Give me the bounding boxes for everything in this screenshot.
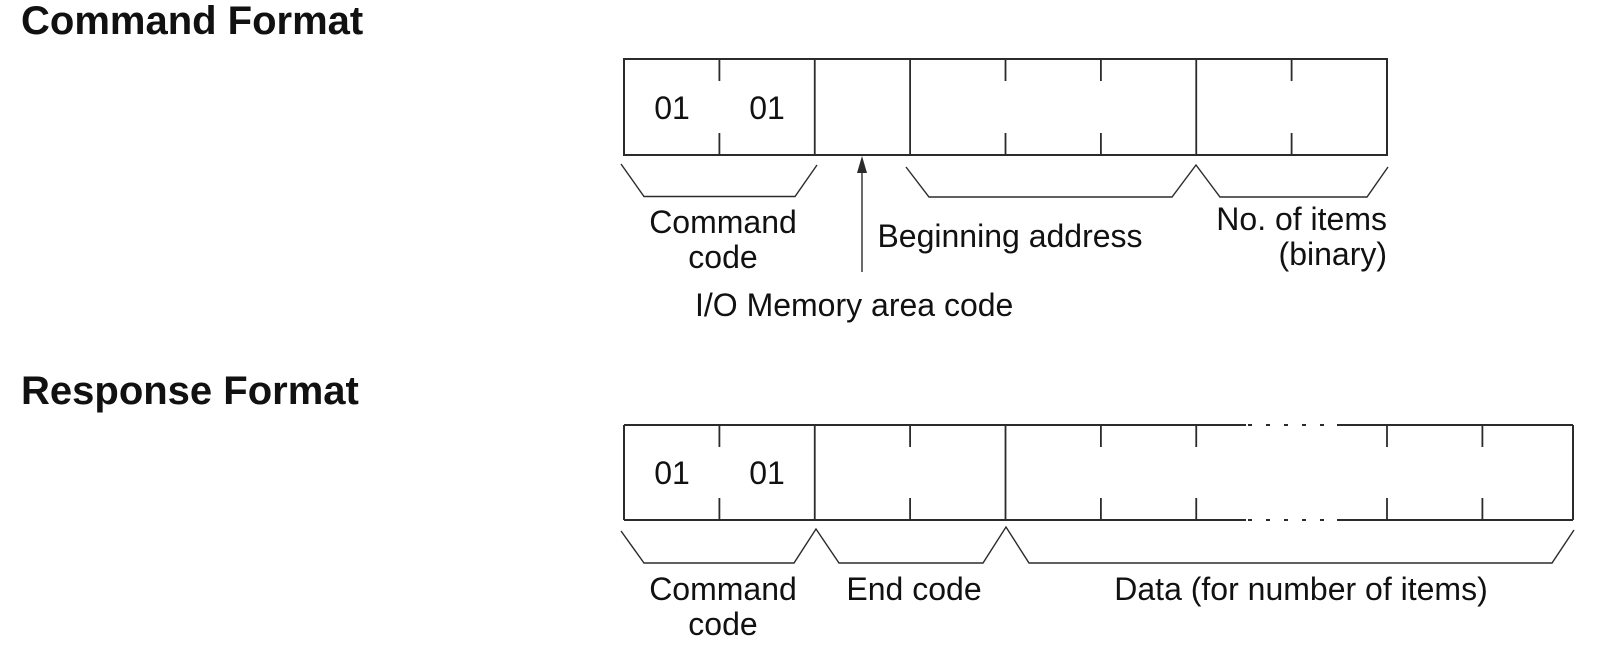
response-command-code-label-line1: Command [649, 571, 797, 607]
response-box-edges [624, 424, 1573, 521]
command-box-group-dividers [813, 59, 1198, 155]
beginning-address-label: Beginning address [877, 218, 1143, 254]
command-format-heading: Command Format [21, 0, 364, 43]
response-braces [620, 525, 1575, 564]
response-box-byte-ticks [718, 425, 1484, 520]
beginning-address-and-items-braces [905, 163, 1389, 198]
command-byte-1: 01 [654, 90, 690, 126]
no-of-items-label-line1: No. of items [1216, 201, 1387, 237]
io-memory-area-code-label: I/O Memory area code [695, 287, 1014, 323]
response-command-code-label: Command code [623, 572, 823, 642]
response-format-heading: Response Format [21, 369, 359, 413]
command-code-brace [620, 163, 818, 198]
response-box-group-dividers [813, 425, 1007, 520]
no-of-items-label-line2: (binary) [1278, 236, 1387, 272]
command-format-diagram [620, 58, 1389, 272]
command-code-label-line1: Command [649, 204, 797, 240]
response-box-continuation-dots [1248, 424, 1337, 521]
response-byte-1: 01 [654, 455, 690, 491]
io-memory-arrow-head [857, 156, 867, 173]
response-command-code-label-line2: code [688, 606, 758, 642]
command-code-label-line2: code [688, 239, 758, 275]
data-label: Data (for number of items) [1114, 571, 1488, 607]
end-code-label: End code [846, 571, 982, 607]
command-byte-2: 01 [749, 90, 785, 126]
response-format-diagram [620, 424, 1575, 564]
response-byte-2: 01 [749, 455, 785, 491]
command-code-label: Command code [623, 205, 823, 275]
response-box-side-edges [623, 425, 1574, 520]
no-of-items-label: No. of items (binary) [1187, 202, 1387, 272]
command-box-byte-ticks [718, 59, 1293, 155]
